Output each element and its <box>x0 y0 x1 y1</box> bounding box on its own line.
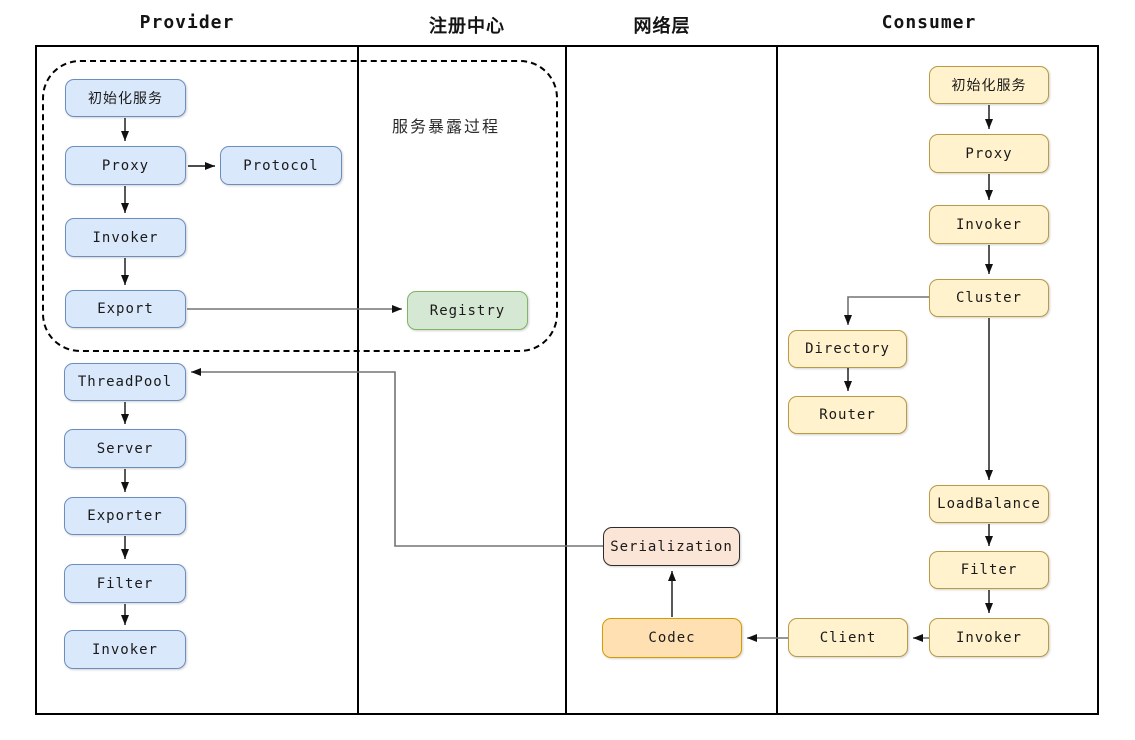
node-consumer-router: Router <box>788 396 907 434</box>
lane-divider-network-consumer <box>776 45 778 715</box>
node-provider-filter: Filter <box>64 564 186 603</box>
node-consumer-cluster: Cluster <box>929 279 1049 317</box>
node-consumer-init-service: 初始化服务 <box>929 66 1049 104</box>
node-consumer-filter: Filter <box>929 551 1049 589</box>
node-provider-protocol: Protocol <box>220 146 342 185</box>
node-provider-invoker: Invoker <box>65 218 186 257</box>
column-title-consumer: Consumer <box>881 12 977 33</box>
service-expose-label: 服务暴露过程 <box>392 117 501 136</box>
node-registry: Registry <box>407 291 528 330</box>
column-title-provider: Provider <box>139 12 235 33</box>
node-provider-threadpool: ThreadPool <box>64 363 186 401</box>
column-title-registry-center: 注册中心 <box>429 16 505 37</box>
node-consumer-invoker: Invoker <box>929 205 1049 244</box>
diagram-frame <box>35 45 1099 715</box>
node-consumer-invoker2: Invoker <box>929 618 1049 657</box>
node-provider-export: Export <box>65 290 186 328</box>
node-consumer-proxy: Proxy <box>929 134 1049 173</box>
node-codec: Codec <box>602 618 742 658</box>
node-provider-server: Server <box>64 429 186 468</box>
node-consumer-directory: Directory <box>788 330 907 368</box>
column-title-network-layer: 网络层 <box>633 16 691 37</box>
node-consumer-client: Client <box>788 618 908 657</box>
node-provider-init-service: 初始化服务 <box>65 79 186 117</box>
node-provider-proxy: Proxy <box>65 146 186 185</box>
node-consumer-loadbalance: LoadBalance <box>929 485 1049 523</box>
node-serialization: Serialization <box>603 527 740 566</box>
service-expose-region <box>42 60 558 352</box>
lane-divider-registry-network <box>565 45 567 715</box>
node-provider-invoker2: Invoker <box>64 630 186 669</box>
node-provider-exporter: Exporter <box>64 497 186 535</box>
